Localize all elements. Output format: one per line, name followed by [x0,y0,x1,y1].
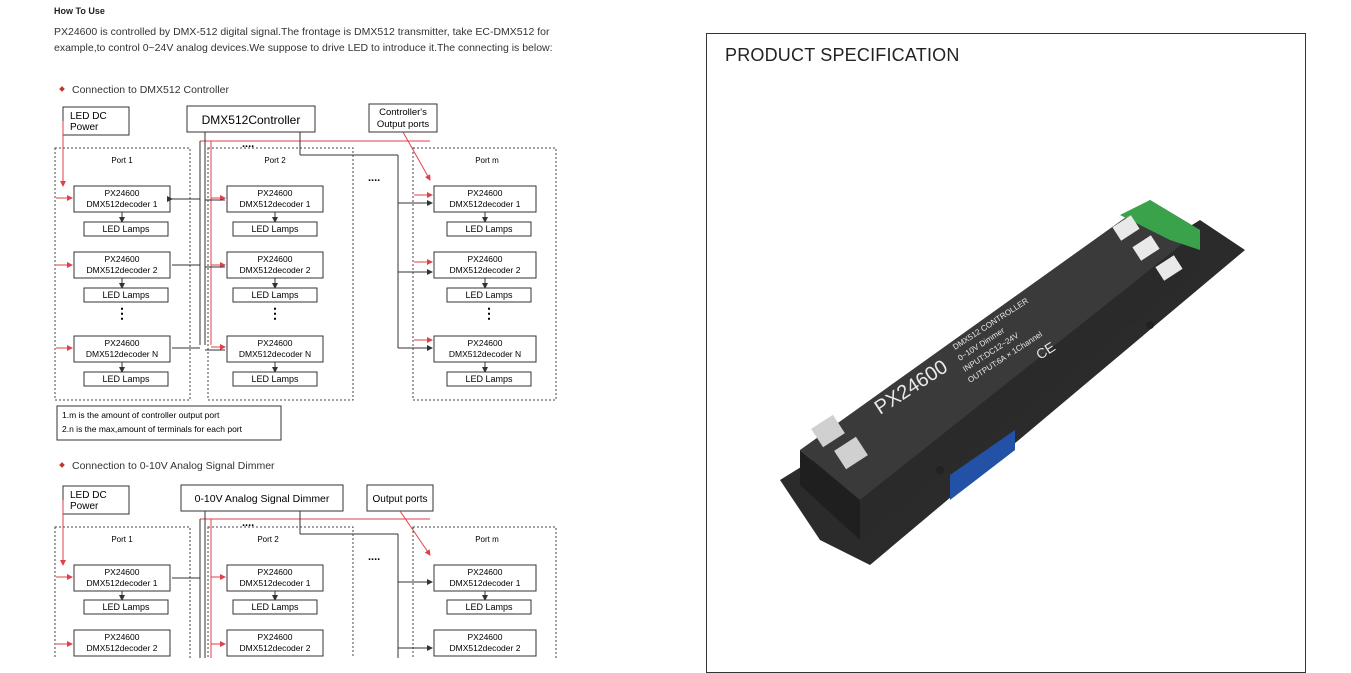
svg-text:PX24600: PX24600 [258,632,293,642]
output-label-1: Controller's [379,107,427,118]
diagram2-blocks: PX24600 DMX512decoder 1 LED Lamps PX2460… [56,564,537,657]
svg-text:PX24600: PX24600 [105,632,140,642]
svg-text:⋮: ⋮ [268,305,282,321]
svg-text:PX24600: PX24600 [105,188,140,198]
svg-text:DMX512decoder 2: DMX512decoder 2 [87,265,158,275]
bullet-label: Connection to DMX512 Controller [72,84,229,96]
svg-text:DMX512decoder 1: DMX512decoder 1 [240,199,311,209]
svg-text:PX24600: PX24600 [468,338,503,348]
svg-text:DMX512decoder 2: DMX512decoder 2 [240,643,311,653]
intro-paragraph: PX24600 is controlled by DMX-512 digital… [54,26,553,54]
svg-text:DMX512decoder N: DMX512decoder N [239,349,311,359]
port-frame-2 [207,147,354,401]
svg-text:DMX512decoder 1: DMX512decoder 1 [450,578,521,588]
svg-text:PX24600: PX24600 [258,567,293,577]
svg-text:Port 1: Port 1 [111,535,133,544]
svg-text:LED Lamps: LED Lamps [102,374,150,384]
controller-box [186,105,316,133]
dimmer-label: 0-10V Analog Signal Dimmer [195,493,330,505]
power-box [62,106,130,136]
svg-text:LED Lamps: LED Lamps [465,374,513,384]
svg-text:DMX512decoder 1: DMX512decoder 1 [240,578,311,588]
power-label-2: Power [70,122,99,133]
svg-text:PX24600: PX24600 [105,567,140,577]
svg-text:DMX512decoder 2: DMX512decoder 2 [87,643,158,653]
note-2: 2.n is the max,amount of terminals for e… [62,424,243,434]
svg-text:PX24600: PX24600 [258,338,293,348]
output2-label: Output ports [372,494,427,505]
bullet-dimmer-connection: Connection to 0-10V Analog Signal Dimmer [58,460,275,472]
port-m-label: Port m [475,156,499,165]
svg-text:LED Lamps: LED Lamps [465,290,513,300]
svg-text:LED Lamps: LED Lamps [102,602,150,612]
power2-label-1: LED DC [70,490,107,501]
ellipsis-top: .... [242,138,254,150]
svg-text:LED Lamps: LED Lamps [251,224,299,234]
svg-text:PX24600: PX24600 [258,254,293,264]
svg-text:PX24600: PX24600 [468,632,503,642]
column-m: PX24600 DMX512decoder 1 LED Lamps PX2460… [398,185,537,387]
power-label-1: LED DC [70,111,107,122]
svg-text:DMX512decoder 1: DMX512decoder 1 [450,199,521,209]
ellipsis-mid: .... [368,172,380,184]
notes-box [56,405,282,441]
svg-text:PX24600: PX24600 [468,567,503,577]
svg-text:LED Lamps: LED Lamps [102,290,150,300]
svg-text:LED Lamps: LED Lamps [251,374,299,384]
svg-text:....: .... [368,551,380,563]
svg-text:⋮: ⋮ [482,305,496,321]
svg-text:PX24600: PX24600 [468,188,503,198]
svg-text:PX24600: PX24600 [468,254,503,264]
svg-text:⋮: ⋮ [115,305,129,321]
section-title: How To Use [54,6,105,16]
svg-text:LED Lamps: LED Lamps [251,602,299,612]
column-1: PX24600 DMX512decoder 1 LED Lamps PX2460… [56,185,200,387]
column-2: PX24600 DMX512decoder 1 LED Lamps PX2460… [205,185,324,387]
bullet-dmx-connection: Connection to DMX512 Controller [58,84,229,96]
port-1-label: Port 1 [111,156,133,165]
spec-title: PRODUCT SPECIFICATION [725,45,960,65]
svg-text:LED Lamps: LED Lamps [102,224,150,234]
svg-text:Port 2: Port 2 [257,535,279,544]
port-frame-1 [54,147,191,401]
svg-text:PX24600: PX24600 [105,254,140,264]
svg-text:LED Lamps: LED Lamps [465,224,513,234]
svg-text:DMX512decoder 1: DMX512decoder 1 [87,578,158,588]
svg-text:PX24600: PX24600 [105,338,140,348]
svg-text:LED Lamps: LED Lamps [465,602,513,612]
svg-text:DMX512decoder 1: DMX512decoder 1 [87,199,158,209]
svg-text:DMX512decoder 2: DMX512decoder 2 [240,265,311,275]
controller-label: DMX512Controller [202,113,301,127]
port-frame-m [412,147,557,401]
note-1: 1.m is the amount of controller output p… [62,410,220,420]
dimmer-box [180,484,344,512]
svg-text:LED Lamps: LED Lamps [251,290,299,300]
svg-text:PX24600: PX24600 [258,188,293,198]
svg-text:DMX512decoder N: DMX512decoder N [449,349,521,359]
product-image: PX24600 DMX512 CONTROLLER 0~10V Dimmer I… [780,200,1245,565]
svg-text:DMX512decoder 2: DMX512decoder 2 [450,643,521,653]
svg-text:DMX512decoder 2: DMX512decoder 2 [450,265,521,275]
bullet-label: Connection to 0-10V Analog Signal Dimmer [72,460,275,472]
bullet-icon [59,462,65,468]
svg-text:....: .... [242,517,254,529]
svg-text:Port m: Port m [475,535,499,544]
output-label-2: Output ports [377,119,430,130]
port-2-label: Port 2 [264,156,286,165]
power2-label-2: Power [70,501,99,512]
svg-text:DMX512decoder N: DMX512decoder N [86,349,158,359]
connection-diagram: LED DC Power DMX512Controller Controller… [54,103,557,658]
